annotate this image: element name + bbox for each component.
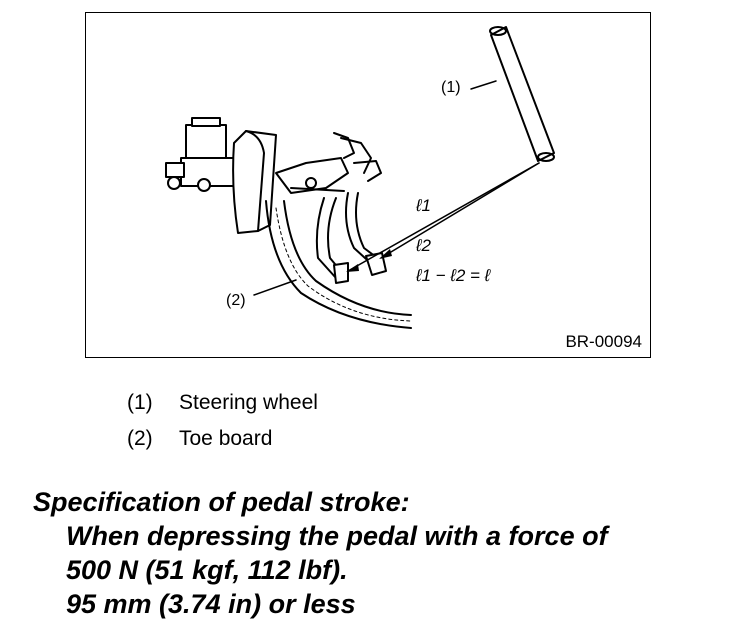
legend-number: (1)	[127, 391, 153, 414]
legend-text: Steering wheel	[179, 391, 318, 414]
brake-booster-drawing	[232, 130, 277, 234]
pedal-stroke-illustration	[165, 26, 555, 329]
toe-board-drawing	[265, 200, 412, 329]
formula-l1: ℓ1	[416, 196, 431, 215]
legend-number: (2)	[127, 427, 153, 450]
figure-code: BR-00094	[565, 332, 642, 351]
steering-wheel-drawing	[489, 26, 555, 162]
legend-item: (2) Toe board	[127, 427, 272, 451]
spec-heading: Specification of pedal stroke:	[33, 487, 410, 517]
spec-line: 500 N (51 kgf, 112 lbf).	[66, 555, 348, 585]
spec-line: When depressing the pedal with a force o…	[66, 521, 608, 551]
legend-item: (1) Steering wheel	[127, 391, 318, 415]
callout-1: (1)	[441, 79, 461, 96]
spec-line: 95 mm (3.74 in) or less	[66, 589, 356, 619]
pedal-arms-drawing	[315, 192, 387, 284]
figure-frame: (1) (2) ℓ1 ℓ2 ℓ1 − ℓ2 = ℓ BR-00094	[85, 12, 651, 358]
pedal-bracket-drawing	[275, 132, 382, 194]
formula-l2: ℓ2	[416, 236, 431, 255]
formula-relation: ℓ1 − ℓ2 = ℓ	[416, 266, 491, 285]
callout-2: (2)	[226, 292, 246, 309]
legend-text: Toe board	[179, 427, 273, 450]
